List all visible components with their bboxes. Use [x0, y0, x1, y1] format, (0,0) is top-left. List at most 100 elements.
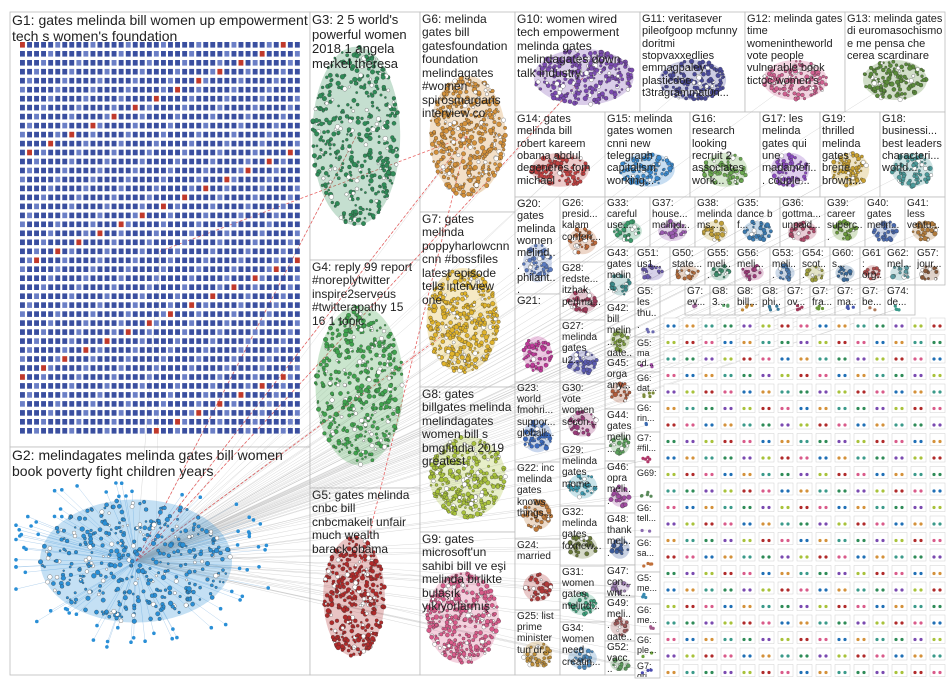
node [363, 416, 367, 420]
node [367, 94, 370, 98]
node [83, 86, 89, 93]
node [287, 203, 293, 210]
node [132, 122, 138, 129]
node [104, 275, 110, 281]
node [217, 410, 223, 416]
node [139, 329, 145, 335]
node [464, 461, 468, 465]
node [125, 239, 131, 246]
node [400, 372, 404, 376]
node [273, 203, 279, 210]
node [153, 419, 159, 425]
node [139, 239, 145, 246]
node [97, 266, 103, 272]
node [376, 87, 380, 91]
node [189, 42, 195, 48]
node [369, 56, 375, 61]
node [352, 422, 356, 426]
node [336, 383, 341, 387]
node [132, 51, 138, 57]
node [393, 357, 396, 360]
node [130, 564, 133, 568]
node [475, 280, 480, 285]
node [27, 230, 32, 237]
node [200, 567, 205, 571]
node [245, 419, 251, 425]
node [97, 221, 103, 228]
node [259, 320, 265, 326]
node [125, 60, 131, 66]
node [444, 168, 450, 174]
node [336, 440, 342, 446]
node [121, 547, 127, 553]
node [62, 293, 68, 299]
node [48, 221, 54, 228]
node [370, 458, 375, 463]
node [311, 153, 317, 159]
node [335, 80, 341, 86]
node [452, 629, 457, 634]
node [374, 341, 378, 345]
node [48, 401, 54, 407]
node [436, 140, 441, 145]
node [343, 220, 348, 225]
node [55, 149, 61, 156]
node [55, 95, 61, 102]
node [358, 205, 363, 210]
node [443, 122, 447, 125]
node [83, 383, 89, 389]
node [20, 158, 25, 165]
node [369, 92, 373, 96]
node [210, 266, 216, 272]
node [68, 565, 72, 569]
node [111, 392, 117, 398]
node [161, 221, 166, 228]
group-panel-g7s [684, 284, 711, 316]
group-panel-g32 [559, 505, 606, 567]
node [259, 293, 265, 299]
node [97, 410, 103, 416]
node [335, 644, 341, 651]
node [315, 144, 319, 148]
node [20, 68, 25, 75]
node [76, 68, 82, 75]
node [48, 609, 53, 613]
node [294, 266, 300, 272]
node [139, 140, 145, 147]
node [196, 392, 202, 398]
group-nodes-g4 [313, 304, 405, 467]
node [259, 194, 265, 201]
node [95, 623, 99, 628]
node [273, 410, 279, 416]
node [252, 401, 258, 407]
node [104, 51, 110, 57]
node [494, 337, 498, 341]
node [461, 305, 466, 310]
node [489, 340, 495, 345]
node [333, 421, 337, 424]
node [340, 51, 344, 54]
node [252, 392, 258, 398]
node [66, 550, 72, 556]
node [368, 596, 373, 601]
node [125, 311, 131, 317]
node [469, 139, 472, 143]
node [465, 478, 470, 484]
node [355, 305, 359, 309]
node [329, 137, 333, 142]
node [451, 187, 457, 193]
node [62, 167, 68, 174]
node [76, 239, 82, 246]
node [153, 95, 159, 102]
node [203, 365, 209, 371]
node [224, 77, 230, 84]
node [280, 410, 286, 416]
node [90, 77, 96, 84]
node [434, 112, 438, 116]
node [469, 120, 474, 125]
node [472, 477, 477, 482]
node [358, 603, 362, 607]
node [294, 401, 300, 407]
node [451, 297, 456, 302]
node [118, 428, 124, 434]
